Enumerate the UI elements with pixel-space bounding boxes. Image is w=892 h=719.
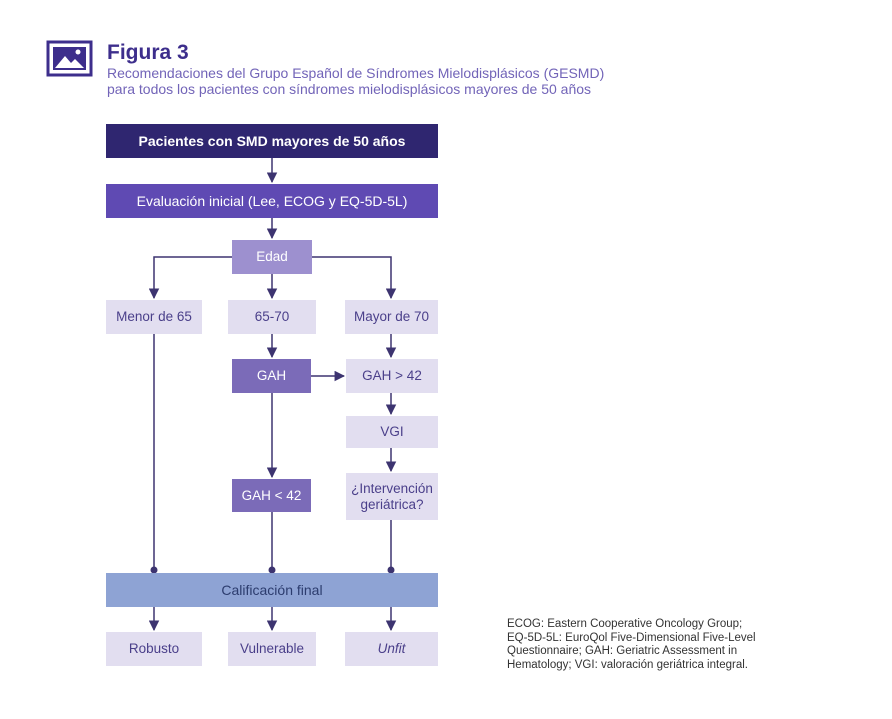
node-gah: GAH [232, 359, 311, 393]
figure-subtitle-line: para todos los pacientes con síndromes m… [107, 81, 592, 97]
node-unfit: Unfit [345, 632, 438, 666]
figure-subtitle-line: Recomendaciones del Grupo Español de Sín… [107, 65, 605, 81]
node-gah-less-42: GAH < 42 [232, 479, 311, 512]
node-geriatric-intervention: ¿Intervención geriátrica? [346, 473, 438, 520]
node-robust: Robusto [106, 632, 202, 666]
figure-title: Figura 3 [107, 41, 189, 64]
node-geriatric-intervention-line: ¿Intervención [351, 480, 433, 496]
footnote-line: Hematology; VGI: valoración geriátrica i… [507, 658, 748, 671]
node-patients: Pacientes con SMD mayores de 50 años [106, 124, 438, 158]
image-icon [46, 40, 93, 77]
node-gah-greater-42: GAH > 42 [346, 359, 438, 393]
node-final-rating: Calificación final [106, 573, 438, 607]
footnote: ECOG: Eastern Cooperative Oncology Group… [507, 618, 797, 672]
node-age: Edad [232, 240, 312, 274]
node-over-70: Mayor de 70 [345, 300, 438, 334]
node-vgi: VGI [346, 416, 438, 448]
footnote-line: EQ-5D-5L: EuroQol Five-Dimensional Five-… [507, 631, 756, 644]
node-under-65: Menor de 65 [106, 300, 202, 334]
footnote-line: Questionnaire; GAH: Geriatric Assessment… [507, 645, 738, 657]
node-initial-evaluation: Evaluación inicial (Lee, ECOG y EQ-5D-5L… [106, 184, 438, 218]
node-vulnerable: Vulnerable [228, 632, 316, 666]
footnote-line: ECOG: Eastern Cooperative Oncology Group… [507, 618, 743, 630]
node-65-70: 65-70 [228, 300, 316, 334]
node-geriatric-intervention-line: geriátrica? [360, 496, 424, 512]
figure-subtitle: Recomendaciones del Grupo Español de Sín… [107, 65, 707, 97]
